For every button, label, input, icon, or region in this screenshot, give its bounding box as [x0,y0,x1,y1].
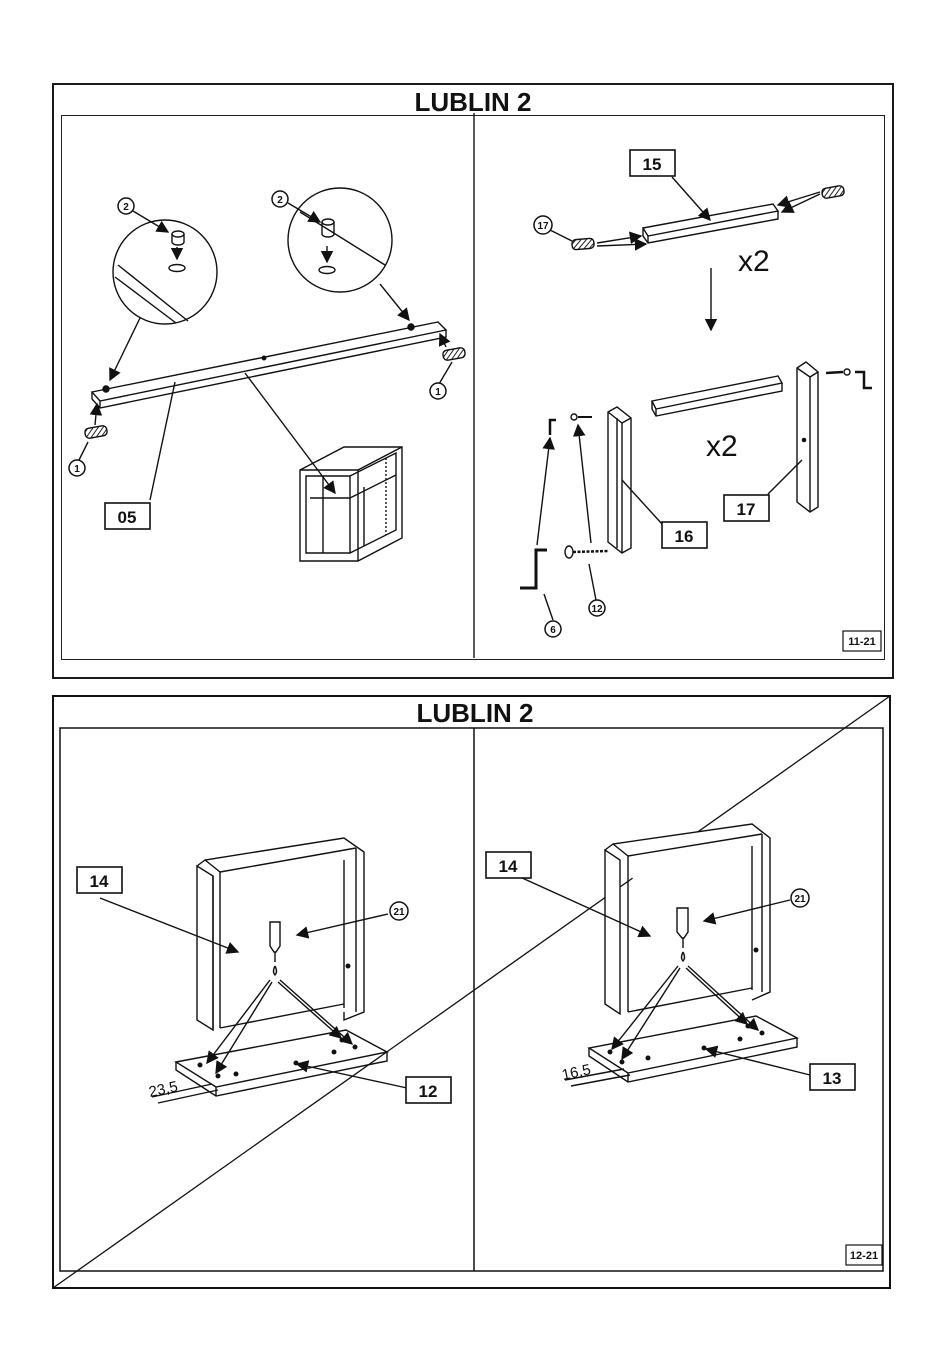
board-15-drawing [643,204,778,243]
svg-text:13: 13 [823,1069,842,1088]
callout-6: 6 [545,621,561,637]
sheet1-right-panel [520,177,872,620]
detail-magnifier-right [288,188,409,320]
part-label-12: 12 [406,1077,451,1103]
multiplier-x2-bottom: x2 [706,430,738,463]
callout-1-left: 1 [69,460,85,476]
svg-text:12-21: 12-21 [850,1250,878,1262]
part-label-14-left: 14 [77,867,122,893]
callout-21-left: 21 [390,902,408,920]
svg-text:21: 21 [393,907,405,918]
part-label-05: 05 [105,503,150,529]
callout-21-right: 21 [791,889,809,907]
dowel-left [84,404,107,439]
part-label-13: 13 [810,1064,855,1090]
board-05-drawing [92,322,446,408]
side-panel-16 [608,407,631,553]
svg-text:05: 05 [118,508,137,527]
svg-text:17: 17 [737,500,756,519]
svg-text:2: 2 [277,195,283,206]
callout-2-left: 2 [118,198,134,214]
part-label-14-right: 14 [486,852,531,878]
base-board-13 [565,966,810,1086]
svg-text:14: 14 [90,872,109,891]
frame-assembly-right [520,824,790,1014]
callout-2-right: 2 [272,191,288,207]
callout-12: 12 [589,600,605,616]
svg-text:12: 12 [419,1082,438,1101]
base-board-12 [152,980,407,1103]
sheet-title-2: LUBLIN 2 [417,698,534,728]
part-label-16: 16 [662,522,707,548]
svg-text:21: 21 [794,894,806,905]
callout-17: 17 [534,216,552,234]
svg-text:14: 14 [499,857,518,876]
svg-text:1: 1 [74,464,80,475]
side-panel-17 [797,362,818,512]
page-code-12-21: 12-21 [846,1245,882,1265]
sheet2-right-panel [520,824,810,1086]
sheet2-left-panel [100,838,407,1103]
cabinet-overview [245,373,402,561]
multiplier-x2-top: x2 [738,245,770,278]
part-label-17: 17 [724,495,769,521]
dimension-16-5: 16,5 [560,1061,592,1084]
frame-assembly-left [100,838,388,1030]
svg-text:2: 2 [123,202,129,213]
detail-magnifier-left [110,220,217,380]
svg-text:16: 16 [675,527,694,546]
svg-text:11-21: 11-21 [848,636,876,648]
svg-text:12: 12 [591,604,603,615]
callout-1-right: 1 [430,383,446,399]
part-label-15: 15 [630,150,675,176]
svg-text:1: 1 [435,387,441,398]
svg-text:6: 6 [550,625,556,636]
dimension-23-5: 23,5 [147,1078,179,1101]
svg-text:15: 15 [643,155,662,174]
page-code-11-21: 11-21 [843,631,881,651]
svg-text:17: 17 [537,221,549,232]
